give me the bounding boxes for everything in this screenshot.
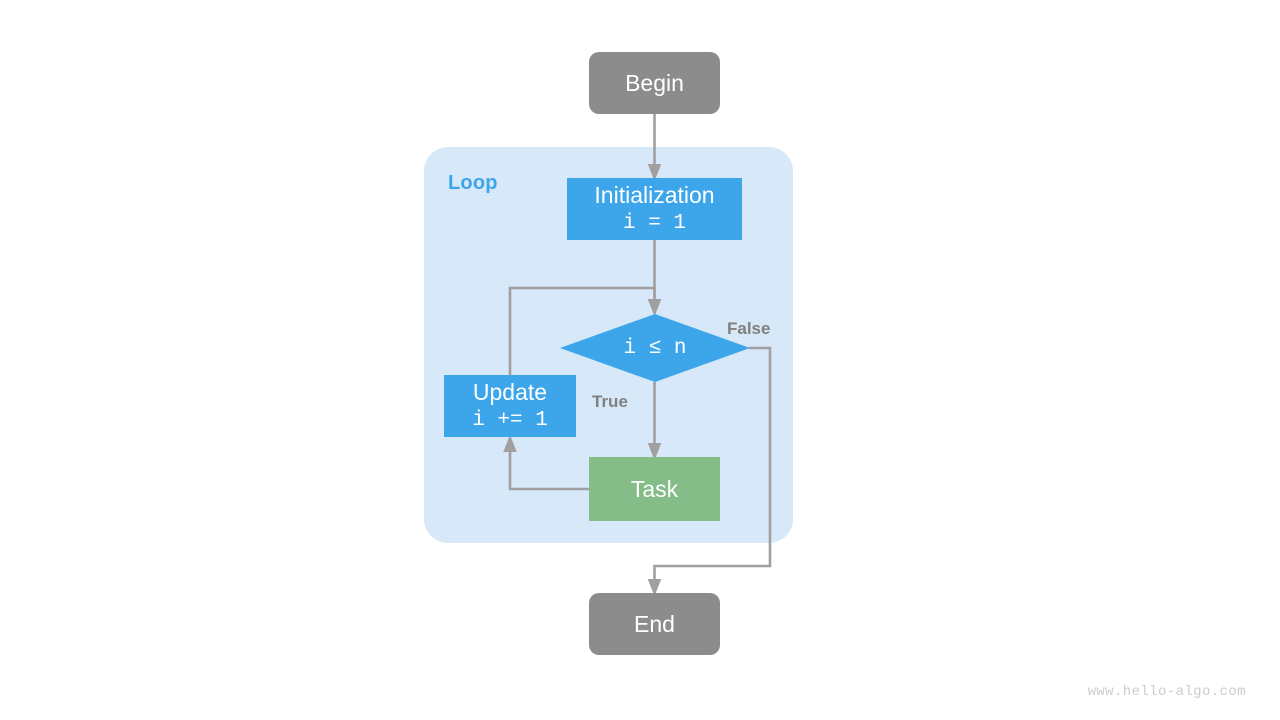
node-update-sublabel: i += 1	[472, 409, 548, 432]
edge-task-to-update	[503, 434, 589, 491]
node-end[interactable]: End	[589, 593, 720, 655]
node-initialization-label: Initialization	[594, 182, 715, 208]
node-condition[interactable]: i ≤ n	[560, 314, 750, 382]
watermark: www.hello-algo.com	[1087, 684, 1246, 700]
node-task-label: Task	[630, 475, 679, 502]
node-task[interactable]: Task	[589, 457, 720, 521]
node-initialization-sublabel: i = 1	[622, 212, 686, 235]
node-update-label: Update	[472, 379, 548, 405]
edge-cond-to-end	[647, 346, 772, 597]
node-begin[interactable]: Begin	[589, 52, 720, 114]
loop-container-label: Loop	[448, 172, 498, 194]
node-end-label: End	[634, 610, 675, 637]
node-update[interactable]: Update i += 1	[444, 375, 576, 437]
node-condition-label: i ≤ n	[623, 336, 687, 360]
edge-label-true: True	[592, 392, 628, 411]
node-initialization[interactable]: Initialization i = 1	[567, 178, 742, 240]
edge-label-false: False	[727, 319, 771, 338]
edge-update-to-cond	[508, 286, 662, 375]
node-begin-label: Begin	[625, 69, 684, 96]
